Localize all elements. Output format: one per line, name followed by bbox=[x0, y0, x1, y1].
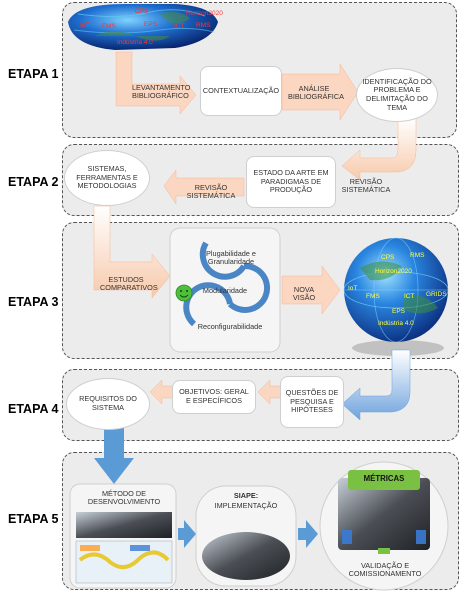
sistemas-oval: SISTEMAS, FERRAMENTAS E METODOLOGIAS bbox=[64, 150, 150, 206]
siape-subtitle: IMPLEMENTAÇÃO bbox=[214, 501, 278, 510]
estado-arte-box: ESTADO DA ARTE EM PARADIGMAS DE PRODUÇÃO bbox=[246, 156, 336, 208]
requisitos-label: REQUISITOS DO SISTEMA bbox=[79, 394, 137, 412]
blue-arrow-right-1 bbox=[178, 520, 196, 548]
reconfigurabilidade-label: Reconfigurabilidade bbox=[197, 322, 263, 331]
revisao-mid-label: REVISÃO SISTEMÁTICA bbox=[186, 183, 236, 201]
metodo-photo-1 bbox=[76, 512, 172, 538]
objetivos-box: OBJETIVOS: GERAL E ESPECÍFICOS bbox=[172, 380, 256, 414]
questoes-box: QUESTÕES DE PESQUISA E HIPÓTESES bbox=[280, 376, 344, 428]
stage-label-4: ETAPA 4 bbox=[8, 402, 59, 416]
blue-arrow-right-2 bbox=[298, 520, 318, 548]
validacao-photo bbox=[338, 478, 430, 550]
estado-arte-label: ESTADO DA ARTE EM PARADIGMAS DE PRODUÇÃO bbox=[253, 167, 329, 195]
globe2-label-cps: CPS bbox=[381, 254, 395, 261]
sistemas-label: SISTEMAS, FERRAMENTAS E METODOLOGIAS bbox=[76, 163, 138, 191]
globe2-label-eps: EPS bbox=[392, 308, 406, 315]
globe1-label-ict: ICT bbox=[174, 23, 185, 30]
peach-arrow-levantamento bbox=[115, 51, 197, 115]
peach-arrow-analise bbox=[281, 63, 359, 121]
globe1-label-rms: RMS bbox=[196, 22, 211, 29]
globe2-label-ict: ICT bbox=[404, 293, 415, 300]
globe1-label-iot: IoT bbox=[80, 22, 90, 29]
modularity-rings bbox=[183, 241, 271, 327]
metricas-banner bbox=[348, 470, 420, 490]
peach-arrow-revisao-mid bbox=[163, 169, 245, 205]
contextualizacao-label: CONTEXTUALIZAÇÃO bbox=[202, 85, 280, 95]
globe1-label-cps: CPS bbox=[135, 8, 149, 15]
requisitos-oval: REQUISITOS DO SISTEMA bbox=[66, 378, 150, 430]
metricas-label: MÉTRICAS bbox=[363, 474, 405, 483]
questoes-label: QUESTÕES DE PESQUISA E HIPÓTESES bbox=[285, 387, 339, 415]
peach-arrow-estudos bbox=[93, 205, 171, 299]
nova-visao-label: NOVA VISÃO bbox=[292, 285, 316, 303]
stage-label-2: ETAPA 2 bbox=[8, 175, 59, 189]
globe1-label-industria: Indústria 4.0 bbox=[117, 39, 153, 46]
globe2-label-iot: IoT bbox=[348, 285, 358, 292]
globe-2 bbox=[343, 237, 449, 356]
siape-photo bbox=[202, 532, 290, 580]
globe2-label-rms: RMS bbox=[410, 252, 425, 259]
peach-arrow-nova-visao bbox=[281, 265, 341, 315]
plugabilidade-label: Plugabilidade e Granularidade bbox=[206, 249, 256, 267]
blue-arrow-down-1 bbox=[341, 349, 411, 421]
peach-arrow-requisitos bbox=[149, 379, 175, 405]
peach-arrow-objetivos bbox=[257, 379, 283, 405]
globe2-label-industria: Indústria 4.0 bbox=[378, 320, 414, 327]
peach-arrow-down-1 bbox=[341, 117, 417, 181]
globe2-label-fms: FMS bbox=[366, 293, 380, 300]
globe2-label-grids: GRIDS bbox=[426, 291, 447, 298]
siape-title: SIAPE: bbox=[233, 491, 259, 500]
stage-label-1: ETAPA 1 bbox=[8, 67, 59, 81]
globe-1 bbox=[68, 4, 218, 50]
stage-label-5: ETAPA 5 bbox=[8, 512, 59, 526]
identificacao-oval: IDENTIFICAÇÃO DO PROBLEMA E DELIMITAÇÃO … bbox=[356, 68, 438, 122]
identificacao-label: IDENTIFICAÇÃO DO PROBLEMA E DELIMITAÇÃO … bbox=[362, 76, 432, 112]
revisao-right-label: REVISÃO SISTEMÁTICA bbox=[341, 177, 391, 195]
estudos-label: ESTUDOS COMPARATIVOS bbox=[100, 275, 158, 293]
modularidade-label: Modularidade bbox=[202, 286, 248, 295]
contextualizacao-box: CONTEXTUALIZAÇÃO bbox=[200, 66, 282, 116]
blue-arrow-down-2 bbox=[94, 426, 134, 484]
globe1-label-horizon: Horizon2020 bbox=[186, 10, 223, 17]
smiley-icon bbox=[175, 284, 193, 302]
metodo-label: MÉTODO DE DESENVOLVIMENTO bbox=[87, 489, 161, 507]
globe1-label-eps: EPS bbox=[144, 21, 158, 28]
globe1-label-fms: FMS bbox=[102, 23, 116, 30]
analise-label: ANÁLISE BIBLIOGRÁFICA bbox=[288, 84, 344, 102]
levantamento-label: LEVANTAMENTO BIBLIOGRÁFICO bbox=[132, 83, 191, 101]
objetivos-label: OBJETIVOS: GERAL E ESPECÍFICOS bbox=[179, 387, 249, 405]
stage-label-3: ETAPA 3 bbox=[8, 295, 59, 309]
globe2-label-horizon: Horizon2020 bbox=[375, 268, 412, 275]
validacao-label: VALIDAÇÃO E COMISSIONAMENTO bbox=[348, 561, 422, 579]
